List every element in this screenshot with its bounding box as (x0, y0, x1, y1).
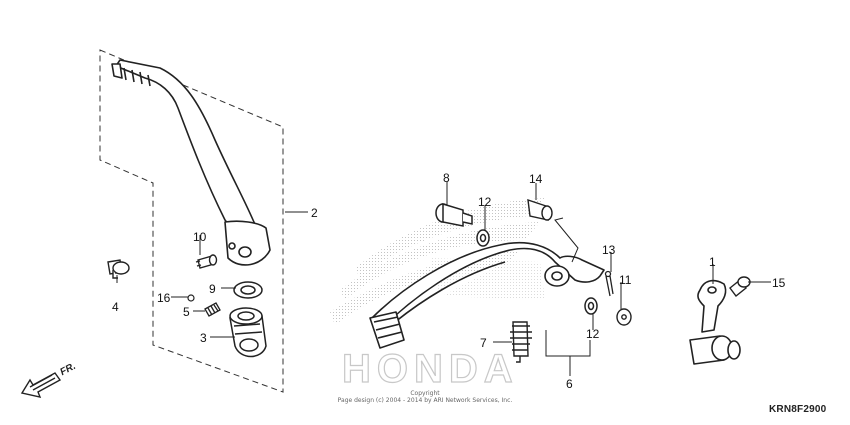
callout-3: 3 (200, 331, 207, 345)
leader-lines (116, 182, 771, 376)
callout-10: 10 (193, 230, 207, 244)
bolt-10 (195, 254, 218, 269)
callout-6: 6 (566, 377, 573, 391)
cotter-pin-13 (604, 270, 614, 297)
callout-8: 8 (443, 171, 450, 185)
bracket-14 (527, 198, 553, 221)
callout-14: 14 (529, 172, 543, 186)
callout-1: 1 (709, 255, 716, 269)
callout-11: 11 (619, 273, 632, 287)
oil-seal-9 (233, 281, 263, 299)
front-direction-arrow (20, 372, 62, 398)
copyright-line-2: Page design (c) 2004 - 2014 by ARI Netwo… (337, 397, 513, 404)
return-spring-7 (510, 321, 532, 363)
washer-12a (476, 229, 490, 247)
kick-starter-arm (111, 59, 271, 266)
spring-pin-5 (204, 302, 221, 317)
kick-spindle (229, 307, 267, 358)
callout-9: 9 (209, 282, 216, 296)
callout-16: 16 (157, 291, 171, 305)
callout-5: 5 (183, 305, 190, 319)
callout-2: 2 (311, 206, 318, 220)
bolt-15 (729, 276, 751, 297)
callout-13: 13 (602, 243, 616, 257)
washer-11 (616, 308, 632, 326)
diagram-code: KRN8F2900 (769, 404, 827, 415)
honda-watermark: HONDA (342, 347, 519, 391)
callout-7: 7 (480, 336, 487, 350)
callout-15: 15 (772, 276, 786, 290)
callout-4: 4 (112, 300, 119, 314)
washer-12b (584, 297, 598, 315)
pivot-bolt-8 (435, 202, 473, 227)
bolt-4 (107, 259, 130, 279)
assembly-outline-2 (99, 49, 284, 393)
callout-12b: 12 (586, 327, 600, 341)
small-ring-16 (187, 294, 195, 302)
gearshift-lever (689, 279, 741, 365)
brake-pedal (369, 241, 605, 349)
copyright-notice: Copyright Page design (c) 2004 - 2014 by… (300, 390, 550, 404)
copyright-line-1: Copyright (410, 390, 440, 397)
callout-12a: 12 (478, 195, 492, 209)
